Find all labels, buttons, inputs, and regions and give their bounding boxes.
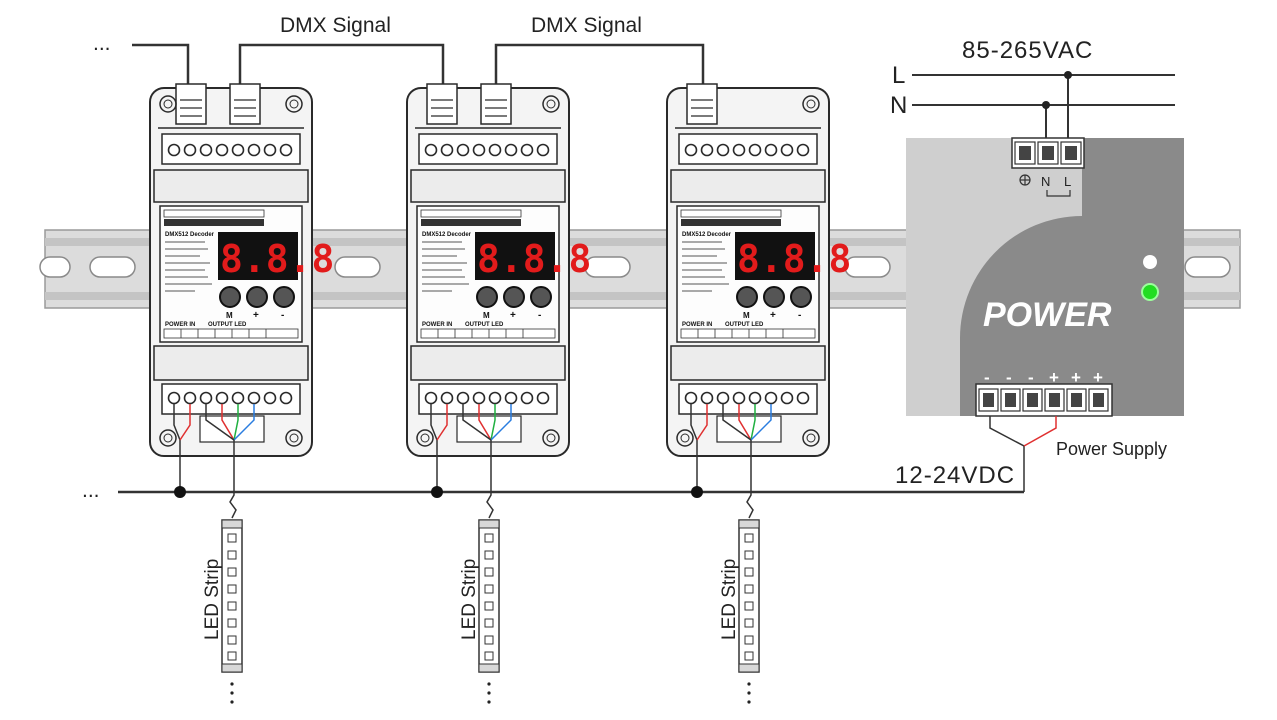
output-led-label: OUTPUT LED <box>725 322 764 328</box>
decoder-module-2: DMX512 Decoder 8.8.8 M + - POWER IN OUTP… <box>406 83 591 704</box>
live-label: L <box>892 62 906 89</box>
display-readout: 8.8.8 <box>737 237 851 281</box>
module-wiring <box>430 404 512 519</box>
output-sign: + <box>1049 368 1059 387</box>
output-sign: + <box>1071 368 1081 387</box>
power-in-label: POWER IN <box>682 322 712 328</box>
mode-button[interactable] <box>476 286 498 308</box>
led-strip-label: LED Strip <box>719 559 740 640</box>
output-sign: + <box>1093 368 1103 387</box>
dc-output-wires <box>989 416 1057 492</box>
terminal-n-label: N <box>1041 174 1050 189</box>
output-led-label: OUTPUT LED <box>208 322 247 328</box>
status-led-white <box>1143 255 1157 269</box>
led-display <box>218 232 298 280</box>
dc-bus-label: 12-24VDC <box>895 462 1015 489</box>
led-strip-label: LED Strip <box>459 559 480 640</box>
decoder-title: DMX512 Decoder <box>682 232 732 238</box>
neutral-label: N <box>890 92 908 119</box>
ac-terminal-block <box>1011 137 1085 169</box>
ground-icon <box>1019 174 1031 186</box>
junction-dot <box>1042 101 1050 109</box>
continuation-left: ... <box>82 479 100 502</box>
decoder-title: DMX512 Decoder <box>422 232 472 238</box>
power-in-label: POWER IN <box>422 322 452 328</box>
decoder-module-3: DMX512 Decoder 8.8.8 M + - POWER IN OUTP… <box>666 83 851 704</box>
power-in-label: POWER IN <box>165 322 195 328</box>
led-strip <box>221 519 243 704</box>
plus-button-label: + <box>253 310 259 321</box>
bus-junction-dot <box>431 486 443 498</box>
plus-button-label: + <box>510 310 516 321</box>
decoder-title: DMX512 Decoder <box>165 232 215 238</box>
minus-button[interactable] <box>790 286 812 308</box>
display-readout: 8.8.8 <box>477 237 591 281</box>
bus-junction-dot <box>174 486 186 498</box>
plus-button[interactable] <box>503 286 525 308</box>
power-supply-label: Power Supply <box>1056 439 1167 459</box>
junction-dot <box>1064 71 1072 79</box>
status-led-green <box>1141 283 1159 301</box>
display-readout: 8.8.8 <box>220 237 334 281</box>
output-led-label: OUTPUT LED <box>465 322 504 328</box>
minus-button[interactable] <box>530 286 552 308</box>
plus-button[interactable] <box>763 286 785 308</box>
power-supply: N L POWER - <box>906 137 1184 417</box>
led-display <box>735 232 815 280</box>
led-strip <box>738 519 760 704</box>
mode-button[interactable] <box>736 286 758 308</box>
mode-button-label: M <box>743 311 750 320</box>
minus-button[interactable] <box>273 286 295 308</box>
minus-button-label: - <box>281 310 284 321</box>
ac-input-label: 85-265VAC <box>962 37 1093 64</box>
decoder-module-1: DMX512 Decoder 8.8.8 M + - POWER IN OUTP… <box>149 83 334 704</box>
plus-button-label: + <box>770 310 776 321</box>
led-strip-label: LED Strip <box>202 559 223 640</box>
output-sign: - <box>1028 368 1034 387</box>
mode-button[interactable] <box>219 286 241 308</box>
power-brand-text: POWER <box>983 296 1112 334</box>
minus-button-label: - <box>798 310 801 321</box>
led-strip <box>478 519 500 704</box>
module-wiring <box>173 404 255 519</box>
dmx-signal-label-1: DMX Signal <box>280 14 391 37</box>
bus-junction-dot <box>691 486 703 498</box>
dmx-signal-label-2: DMX Signal <box>531 14 642 37</box>
terminal-l-label: L <box>1064 174 1071 189</box>
minus-button-label: - <box>538 310 541 321</box>
module-wiring <box>690 404 772 519</box>
output-sign: - <box>984 368 990 387</box>
output-sign: - <box>1006 368 1012 387</box>
plus-button[interactable] <box>246 286 268 308</box>
dc-output-terminal-block <box>975 383 1113 417</box>
led-display <box>475 232 555 280</box>
mode-button-label: M <box>226 311 233 320</box>
dmx-signal-wires <box>132 43 705 90</box>
mode-button-label: M <box>483 311 490 320</box>
continuation-top: ... <box>93 32 111 55</box>
